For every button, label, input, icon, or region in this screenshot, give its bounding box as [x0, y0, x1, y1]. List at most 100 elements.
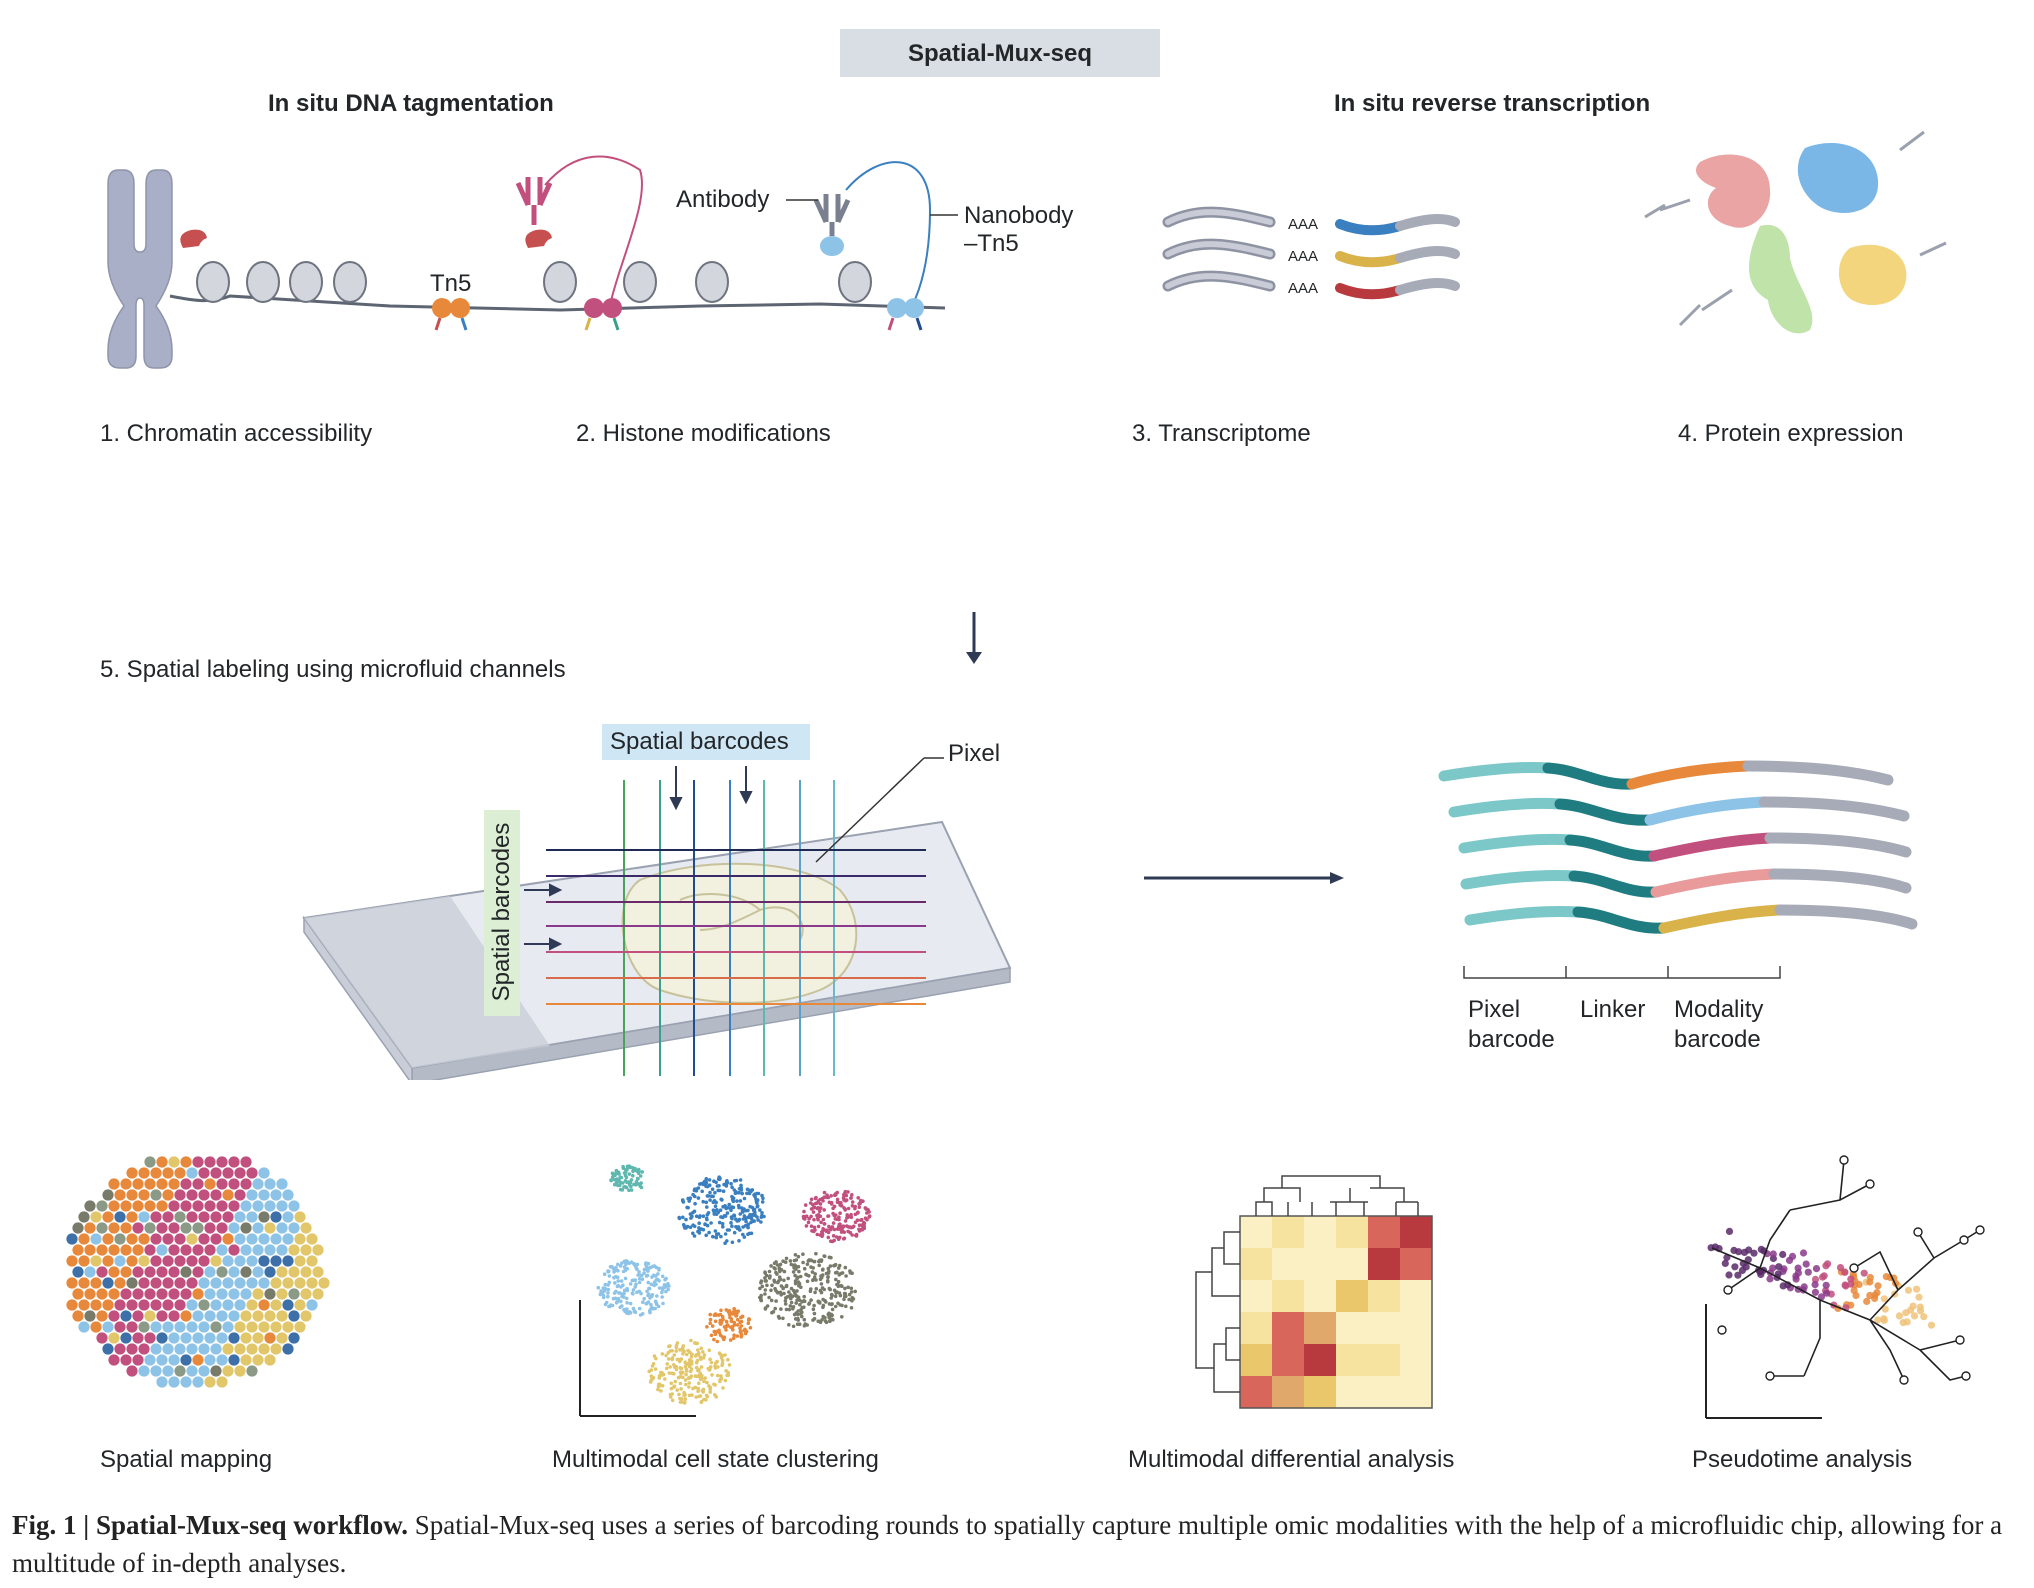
scatter-point	[675, 1341, 680, 1345]
scatter-point	[730, 1224, 734, 1228]
heatmap-cell	[1368, 1344, 1400, 1376]
pseudotime-point	[1822, 1262, 1830, 1270]
scatter-point	[700, 1189, 704, 1194]
spatial-spot	[270, 1343, 282, 1355]
scatter-point	[612, 1177, 617, 1182]
spatial-spot	[144, 1222, 156, 1234]
scatter-point	[761, 1196, 765, 1201]
scatter-point	[631, 1288, 636, 1292]
spatial-spot	[246, 1167, 258, 1179]
scatter-point	[861, 1225, 865, 1230]
pseudotime-point	[1841, 1268, 1849, 1276]
linker-label: Linker	[1580, 996, 1646, 1023]
scatter-point	[704, 1200, 709, 1205]
scatter-point	[759, 1220, 763, 1224]
scatter-point	[624, 1175, 629, 1180]
scatter-point	[710, 1373, 714, 1377]
spatial-spot	[222, 1277, 234, 1289]
spatial-spot	[210, 1343, 222, 1355]
spatial-spot	[228, 1178, 240, 1190]
spatial-spot	[168, 1244, 180, 1256]
spatial-spot	[258, 1277, 270, 1289]
scatter-point	[726, 1357, 730, 1362]
scatter-point	[834, 1277, 838, 1282]
pixel-barcode-label: Pixel	[1468, 996, 1521, 1023]
spatial-spot	[276, 1266, 288, 1278]
scatter-point	[711, 1234, 715, 1239]
spatial-spot	[150, 1343, 162, 1355]
spatial-spot	[300, 1244, 312, 1256]
pseudotime-point	[1817, 1293, 1825, 1301]
scatter-point	[826, 1279, 830, 1284]
spatial-spot	[198, 1167, 210, 1179]
spatial-spot	[204, 1332, 216, 1344]
spatial-spot	[108, 1354, 120, 1366]
scatter-point	[850, 1200, 855, 1204]
spatial-spot	[222, 1343, 234, 1355]
scatter-point	[697, 1221, 701, 1225]
chromosome-icon	[107, 169, 173, 369]
scatter-point	[737, 1187, 742, 1191]
spatial-spot	[114, 1211, 126, 1223]
scatter-point	[829, 1194, 833, 1198]
polya-label: AAA	[1288, 248, 1319, 265]
spatial-spot	[306, 1233, 318, 1245]
scatter-point	[625, 1164, 630, 1169]
scatter-point	[714, 1212, 719, 1216]
scatter-point	[824, 1320, 829, 1325]
scatter-point	[793, 1279, 798, 1283]
spatial-spot	[198, 1299, 210, 1311]
spatial-spot	[132, 1354, 144, 1366]
pseudotime-point	[1847, 1280, 1855, 1288]
spatial-spot	[186, 1365, 198, 1377]
scatter-point	[784, 1256, 789, 1261]
spatial-spot	[234, 1255, 246, 1267]
scatter-point	[681, 1352, 685, 1356]
spatial-spot	[174, 1211, 186, 1223]
scatter-point	[701, 1356, 706, 1360]
pseudotime-point	[1769, 1250, 1777, 1258]
heatmap-cell	[1400, 1216, 1432, 1248]
scatter-point	[849, 1306, 854, 1310]
scatter-point	[732, 1307, 736, 1311]
spatial-spot	[216, 1288, 228, 1300]
scatter-point	[660, 1287, 665, 1292]
spatial-spot	[318, 1277, 330, 1289]
spatial-spot	[120, 1178, 132, 1190]
spatial-spot	[180, 1310, 192, 1322]
spatial-spot	[234, 1343, 246, 1355]
scatter-point	[781, 1316, 785, 1321]
scatter-point	[705, 1380, 709, 1385]
scatter-point	[826, 1275, 830, 1279]
spatial-spot	[138, 1233, 150, 1245]
spatial-spot	[84, 1222, 96, 1234]
spatial-spot	[246, 1277, 258, 1289]
pseudotime-point	[1920, 1313, 1928, 1321]
spatial-spot	[276, 1178, 288, 1190]
pseudotime-node	[1955, 1335, 1965, 1345]
scatter-point	[797, 1269, 801, 1274]
scatter-point	[629, 1165, 633, 1170]
scatter-point	[679, 1371, 683, 1376]
scatter-point	[850, 1233, 854, 1237]
spatial-spot	[264, 1332, 276, 1344]
scatter-point	[694, 1395, 698, 1399]
spatial-spot	[204, 1156, 216, 1168]
scatter-point	[649, 1375, 654, 1379]
scatter-point	[713, 1319, 718, 1324]
scatter-point	[708, 1198, 712, 1202]
scatter-point	[822, 1208, 826, 1212]
scatter-point	[789, 1286, 794, 1291]
spatial-spot	[66, 1255, 78, 1267]
scatter-point	[708, 1312, 712, 1317]
scatter-point	[778, 1262, 783, 1267]
tn5-label: Tn5	[430, 270, 472, 297]
modality-barcode-label-2: barcode	[1674, 1026, 1761, 1053]
modality-label-protein: 4. Protein expression	[1678, 420, 1904, 447]
scatter-point	[778, 1277, 783, 1282]
scatter-point	[839, 1230, 844, 1234]
scatter-point	[660, 1290, 664, 1295]
spatial-spot	[294, 1277, 306, 1289]
scatter-point	[743, 1223, 748, 1228]
spatial-spot	[306, 1299, 318, 1311]
